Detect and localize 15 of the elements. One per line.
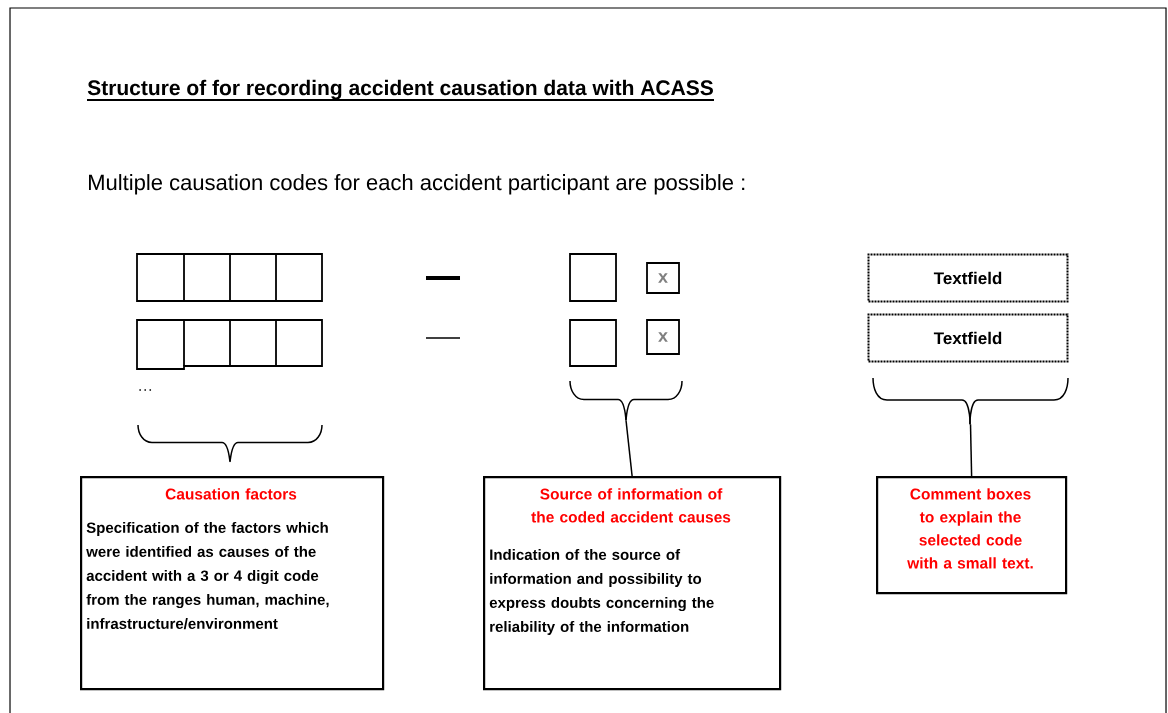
brace [137, 424, 323, 463]
checkbox: x [646, 319, 680, 355]
connector-line [969, 423, 973, 477]
subtitle: Multiple causation codes for each accident participant are possible : [89, 174, 745, 195]
brace [872, 377, 1069, 425]
text-box: Causation factors Specification of the factors which were identified as causes of the accident with a 3 or 4 digit code from the ranges human, machine, infrastructure/environment [80, 476, 385, 691]
connector-line [625, 419, 633, 477]
text-field: Textfield [867, 253, 1069, 303]
text-box: Comment boxes to explain the selected code with a small text. [876, 476, 1068, 595]
text-box: Source of information of the coded accident causes Indication of the source of information and possibility to express doubts concerning the reliability of the information [483, 476, 782, 691]
checkbox: x [646, 262, 680, 294]
ellipsis: … [139, 389, 152, 391]
text-field: Textfield [867, 313, 1069, 363]
brace [569, 380, 683, 421]
title: Structure of for recording accident causation data with ACASS [86, 79, 715, 101]
